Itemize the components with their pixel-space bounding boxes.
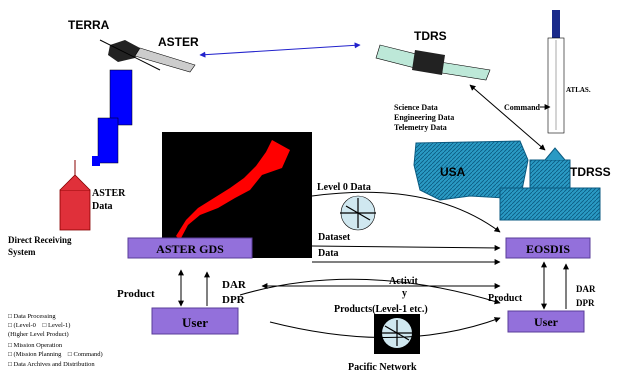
- tdrs-tdrss-link: [469, 84, 546, 151]
- user-right-box[interactable]: User: [507, 310, 585, 333]
- tdrss-label: TDRSS: [570, 165, 611, 179]
- activity-label-1: Activit: [389, 276, 419, 287]
- dar-right-label: DAR: [576, 284, 596, 294]
- eosdis-box[interactable]: EOSDIS: [505, 237, 591, 259]
- dataset-label: Dataset: [318, 232, 351, 243]
- product-right-label: Product: [488, 293, 523, 304]
- user-right-label: User: [534, 315, 559, 329]
- legend-item: □ Data Archives and Distribution: [8, 361, 95, 368]
- user-left-box[interactable]: User: [151, 307, 239, 335]
- tdrs-label: TDRS: [414, 29, 447, 43]
- aster-antenna-icon: [59, 160, 91, 231]
- engineering-data-label: Engineering Data: [394, 113, 454, 122]
- airplane-globe-icon: [340, 195, 376, 231]
- aster-data-label-2: Data: [92, 201, 113, 212]
- data-label: Data: [318, 248, 339, 259]
- aster-gds-label: ASTER GDS: [156, 242, 224, 256]
- legend-item: □ (Level-0 □ Level-1): [8, 322, 70, 329]
- japan-map-icon: [162, 132, 312, 258]
- activity-label-2: y: [402, 288, 407, 299]
- level0-data-label: Level 0 Data: [317, 182, 371, 193]
- legend-item: □ Mission Operation: [8, 342, 63, 349]
- aster-satellite-label: ASTER: [158, 35, 199, 49]
- eosdis-label: EOSDIS: [526, 242, 570, 256]
- terra-satellite-icon: [92, 39, 196, 166]
- user-left-label: User: [182, 315, 208, 330]
- terra-label: TERRA: [68, 18, 110, 32]
- aster-data-label-1: ASTER: [92, 188, 126, 199]
- dpr-right-label: DPR: [576, 298, 595, 308]
- terra-tdrs-link: [199, 42, 361, 58]
- tdrs-satellite-icon: [375, 44, 491, 81]
- legend: □ Data Processing □ (Level-0 □ Level-1) …: [8, 313, 103, 368]
- aster-gds-box[interactable]: ASTER GDS: [127, 237, 253, 259]
- level0-flow: [311, 191, 501, 233]
- telemetry-data-label: Telemetry Data: [394, 123, 447, 132]
- usa-map-icon: [413, 140, 529, 201]
- legend-item: □ (Mission Planning □ Command): [8, 351, 103, 358]
- usa-label: USA: [440, 165, 466, 179]
- airplane-icon: [374, 314, 420, 354]
- atlas-rocket-icon: [547, 10, 565, 134]
- atlas-label: ATLAS.: [566, 86, 591, 94]
- products-level1-label: Products(Level-1 etc.): [334, 304, 428, 315]
- command-label: Command: [504, 103, 541, 112]
- pacific-network-label: Pacific Network: [348, 362, 417, 372]
- direct-receiving-label-2: System: [8, 247, 36, 257]
- science-data-label: Science Data: [394, 103, 438, 112]
- dar-left-label: DAR: [222, 279, 247, 291]
- tdrss-station-icon: [499, 147, 601, 221]
- legend-item: □ Data Processing: [8, 313, 56, 320]
- legend-item: (Higher Level Product): [8, 331, 69, 338]
- direct-receiving-label-1: Direct Receiving: [8, 235, 72, 245]
- dpr-left-label: DPR: [222, 294, 246, 306]
- product-left-label: Product: [117, 288, 155, 300]
